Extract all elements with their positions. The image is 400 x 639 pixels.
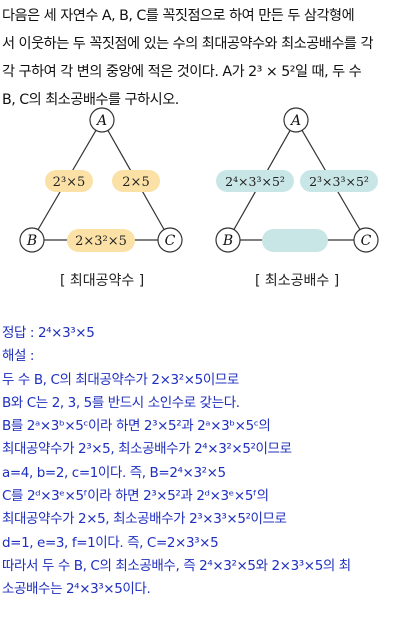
lcm-bc-badge [262, 229, 328, 252]
problem-text: 다음은 세 자연수 A, B, C를 꼭짓점으로 하여 만든 두 삼각형에 서 … [2, 2, 398, 114]
vertex-a-label: A [289, 113, 301, 129]
explanation-heading: 해설 : [2, 348, 35, 365]
vertex-c-label: C [165, 233, 176, 249]
solution-text: 정답 : 2⁴×3³×5 해설 : 두 수 B, C의 최대공약수가 2×3²×… [2, 322, 400, 602]
solution-line: B와 C는 2, 3, 5를 반드시 소인수로 갖는다. [2, 394, 240, 411]
lcm-ab-badge [216, 170, 294, 192]
vertex-c-label: C [361, 233, 372, 249]
problem-line: 다음은 세 자연수 A, B, C를 꼭짓점으로 하여 만든 두 삼각형에 [2, 8, 355, 24]
problem-line: 각 구하여 각 변의 중앙에 적은 것이다. A가 2³ × 5²일 때, 두 … [2, 64, 362, 80]
answer-line: 정답 : 2⁴×3³×5 [2, 325, 95, 341]
vertex-a-label: A [95, 113, 107, 129]
vertex-b-circle [19, 227, 45, 253]
solution-line: C를 2ᵈ×3ᵉ×5ᶠ이라 하면 2³×5²과 2ᵈ×3ᵉ×5ᶠ의 [2, 488, 269, 505]
gcd-caption: [ 최대공약수 ] [60, 273, 145, 289]
lcm-triangle-diagram: 2⁴×3³×5² 2³×3³×5² A B C [215, 107, 379, 253]
gcd-ac-badge [112, 170, 160, 192]
gcd-ac-value: 2×5 [122, 175, 149, 190]
problem-line: 서 이웃하는 두 꼭짓점에 있는 수의 최대공약수와 최소공배수를 각 [2, 36, 374, 52]
gcd-bc-badge [67, 229, 135, 252]
solution-line: a=4, b=2, c=1이다. 즉, B=2⁴×3²×5 [2, 464, 226, 481]
vertex-b-circle [215, 227, 241, 253]
vertex-b-label: B [26, 233, 37, 249]
gcd-triangle-diagram: 2³×5 2×5 2×3²×5 A B C [19, 107, 183, 253]
solution-line: 최대공약수가 2³×5, 최소공배수가 2⁴×3²×5²이므로 [2, 441, 292, 458]
vertex-b-label: B [222, 233, 233, 249]
vertex-a-circle [89, 107, 115, 133]
solution-line: 소공배수는 2⁴×3³×5이다. [2, 581, 151, 598]
vertex-c-circle [353, 227, 379, 253]
solution-line: d=1, e=3, f=1이다. 즉, C=2×3³×5 [2, 534, 219, 551]
solution-line: 최대공약수가 2×5, 최소공배수가 2³×3³×5²이므로 [2, 511, 287, 528]
problem-line: B, C의 최소공배수를 구하시오. [2, 92, 179, 108]
lcm-ab-value: 2⁴×3³×5² [225, 174, 285, 189]
lcm-ac-badge [300, 170, 378, 192]
gcd-ab-value: 2³×5 [53, 175, 86, 190]
gcd-ab-badge [45, 170, 93, 192]
lcm-caption: [ 최소공배수 ] [255, 273, 340, 289]
solution-line: 두 수 B, C의 최대공약수가 2×3²×5이므로 [2, 371, 239, 388]
gcd-bc-value: 2×3²×5 [75, 234, 127, 249]
vertex-a-circle [283, 107, 309, 133]
lcm-ac-value: 2³×3³×5² [309, 174, 369, 189]
vertex-c-circle [157, 227, 183, 253]
solution-line: B를 2ᵃ×3ᵇ×5ᶜ이라 하면 2³×5²과 2ᵃ×3ᵇ×5ᶜ의 [2, 418, 271, 435]
solution-line: 따라서 두 수 B, C의 최소공배수, 즉 2⁴×3²×5와 2×3³×5의 … [2, 557, 351, 574]
